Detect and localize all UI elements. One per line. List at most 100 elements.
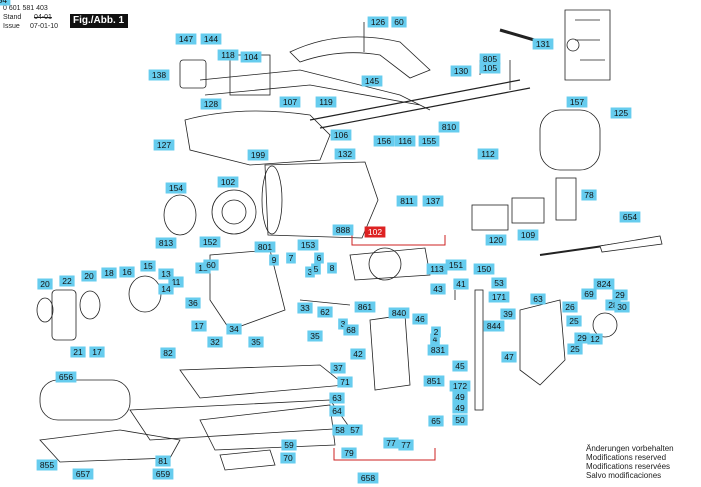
part-label-bg (532, 38, 554, 50)
part-label-bg (479, 62, 501, 74)
part-label-17: 17 (191, 320, 207, 332)
part-label-text: 155 (422, 136, 436, 146)
part-label-17: 17 (89, 346, 105, 358)
part-label-112: 112 (477, 148, 499, 160)
part-label-bg (373, 135, 395, 147)
part-label-29: 29 (574, 332, 590, 344)
part-label-text: 805 (483, 54, 497, 64)
part-label-text: 18 (104, 268, 114, 278)
part-label-bg (199, 236, 221, 248)
part-label-text: 107 (283, 97, 297, 107)
part-label-text: 35 (310, 331, 320, 341)
part-label-text: 11 (172, 277, 181, 287)
part-label-bg (610, 107, 632, 119)
part-label-199: 199 (247, 149, 269, 161)
part-label-bg (566, 315, 582, 327)
part-label-bg (581, 288, 597, 300)
part-label-bg (140, 260, 156, 272)
part-label-bg (361, 75, 383, 87)
part-label-text: 824 (597, 279, 611, 289)
part-label-bg (311, 263, 321, 275)
housing-top-part (184, 110, 331, 166)
part-label-text: 58 (335, 425, 345, 435)
part-label-text: 172 (453, 381, 467, 391)
part-label-21: 21 (70, 346, 86, 358)
part-label-text: 104 (244, 52, 258, 62)
part-label-657: 657 (72, 468, 94, 480)
part-label-bg (55, 371, 77, 383)
part-label-text: 43 (433, 284, 443, 294)
part-label-bg (158, 283, 174, 295)
part-label-113: 113 (426, 263, 448, 275)
part-label-text: 39 (503, 309, 513, 319)
part-label-801: 801 (254, 241, 276, 253)
part-label-text: 144 (204, 34, 218, 44)
part-label-text: 69 (584, 289, 594, 299)
end-cover-part (51, 289, 77, 341)
part-label-text: 12 (590, 334, 600, 344)
part-label-bg (430, 283, 446, 295)
part-label-bg (337, 376, 353, 388)
part-label-text: 46 (415, 314, 425, 324)
part-label-854: 854 (0, 0, 11, 6)
part-label-659: 659 (152, 468, 174, 480)
part-label-bg (70, 346, 86, 358)
part-label-bg (200, 98, 222, 110)
part-label-text: 3 (308, 267, 313, 277)
part-label-bg (203, 259, 219, 271)
part-label-text: 29 (615, 290, 625, 300)
label-plate-part (471, 204, 509, 231)
part-label-855: 855 (36, 459, 58, 471)
wire-part (199, 69, 431, 111)
label-plate-part (511, 197, 545, 224)
part-label-bg (477, 148, 499, 160)
part-label-text: 659 (156, 469, 170, 479)
part-label-bg (491, 277, 507, 289)
part-label-text: 156 (377, 136, 391, 146)
part-label-text: 49 (455, 392, 465, 402)
part-label-text: 813 (159, 238, 173, 248)
part-label-text: 29 (577, 333, 587, 343)
part-label-813: 813 (155, 237, 177, 249)
part-label-bg (165, 182, 187, 194)
part-label-bg (450, 65, 472, 77)
part-label-3: 3 (338, 318, 348, 330)
part-label-text: 199 (251, 150, 265, 160)
part-label-bg (315, 96, 337, 108)
part-label-107: 107 (279, 96, 301, 108)
part-label-bg (593, 278, 615, 290)
part-label-171: 171 (488, 291, 510, 303)
part-label-text: 102 (221, 177, 235, 187)
part-label-bg (207, 336, 223, 348)
part-label-13: 13 (158, 268, 174, 280)
part-label-text: 33 (300, 303, 310, 313)
part-label-text: 3 (341, 319, 346, 329)
part-label-bg (500, 308, 516, 320)
part-label-text: 12 (198, 263, 208, 273)
part-label-text: 113 (430, 264, 444, 274)
part-label-49: 49 (452, 402, 468, 414)
part-label-119: 119 (315, 96, 337, 108)
part-label-text: 844 (487, 321, 501, 331)
part-label-46: 46 (412, 313, 428, 325)
part-label-text: 59 (284, 440, 294, 450)
part-label-656: 656 (55, 371, 77, 383)
dust-tube-part (39, 379, 131, 421)
part-label-text: 17 (194, 321, 204, 331)
part-label-text: 4 (433, 334, 438, 344)
part-label-bg (314, 252, 324, 264)
part-label-text: 656 (59, 372, 73, 382)
part-label-text: 119 (319, 97, 333, 107)
part-label-152: 152 (199, 236, 221, 248)
part-label-28: 28 (605, 299, 621, 311)
part-label-bg (438, 121, 460, 133)
part-label-text: 801 (258, 242, 272, 252)
part-label-bg (89, 346, 105, 358)
part-label-bg (452, 414, 468, 426)
part-label-text: 70 (283, 453, 293, 463)
part-label-78: 78 (581, 189, 597, 201)
part-label-bg (286, 252, 296, 264)
part-label-text: 851 (427, 376, 441, 386)
shoe-part (199, 404, 336, 451)
